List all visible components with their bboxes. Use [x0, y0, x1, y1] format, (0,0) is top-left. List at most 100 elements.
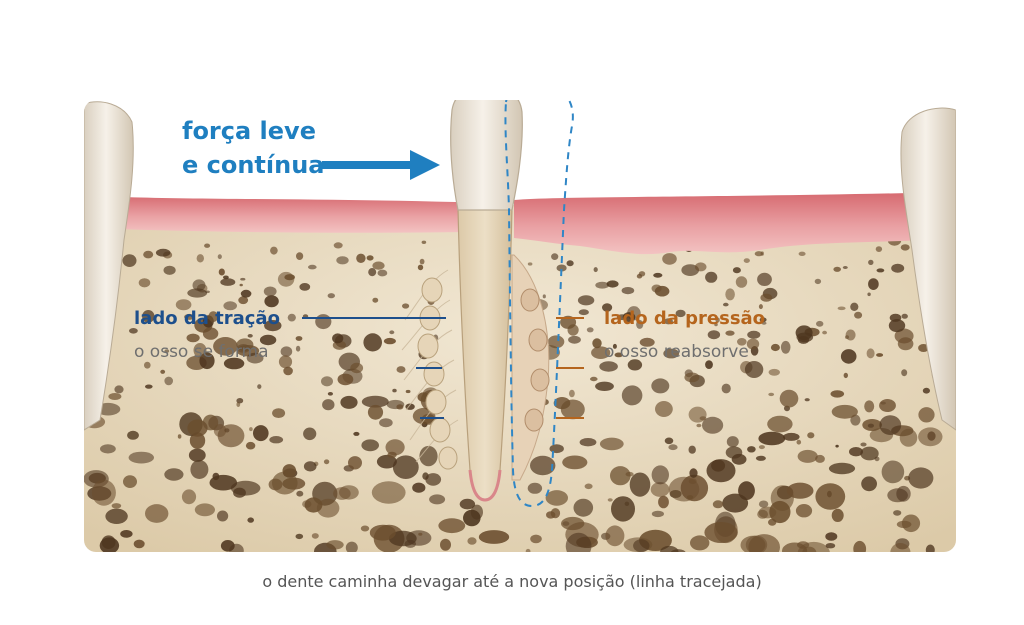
bone-pore — [208, 311, 219, 322]
bone-pore — [795, 325, 813, 341]
bone-pore — [660, 545, 679, 552]
bone-pore — [105, 508, 128, 524]
bone-pore — [122, 254, 137, 267]
bone-pore — [735, 276, 748, 288]
bone-pore — [850, 414, 861, 426]
bone-pore — [361, 395, 389, 408]
bone-pore — [688, 445, 696, 454]
bone-pore — [866, 348, 875, 359]
bone-pore — [379, 418, 393, 428]
bone-pore — [417, 264, 424, 271]
bone-pore — [690, 535, 710, 551]
bone-pore — [527, 262, 533, 266]
bone-pore — [560, 399, 585, 420]
bone-pore — [99, 537, 120, 552]
bone-pore — [223, 357, 245, 370]
bone-pore — [707, 330, 721, 340]
bone-pore — [316, 498, 340, 518]
bone-pore — [747, 446, 756, 453]
bone-pore — [888, 319, 906, 333]
bone-pore — [655, 401, 673, 417]
bone-pore — [368, 268, 377, 277]
bone-pore — [177, 434, 182, 439]
bone-pore — [308, 264, 317, 270]
bone-pore — [299, 283, 311, 291]
bone-pore — [188, 448, 206, 462]
bone-pore — [160, 369, 166, 374]
bone-pore — [233, 487, 246, 498]
tension-side-subtitle: o osso se forma — [134, 342, 269, 362]
bone-pore — [220, 540, 235, 552]
bone-pore — [725, 288, 735, 301]
bone-pore — [467, 537, 477, 545]
bone-pore — [795, 504, 813, 518]
bone-pore — [874, 456, 880, 462]
bone-pore — [569, 389, 575, 398]
bone-pore — [704, 522, 738, 543]
bone-pore — [688, 406, 707, 423]
bone-pore — [223, 301, 237, 311]
gum-tissue-right — [514, 192, 956, 255]
bone-pore — [280, 346, 293, 357]
bone-pore — [668, 476, 700, 502]
bone-pore — [418, 532, 423, 536]
bone-pore — [269, 436, 284, 444]
bone-pore — [143, 250, 154, 259]
bone-pore — [385, 439, 405, 456]
bone-pore — [138, 278, 151, 288]
bone-pore — [217, 424, 245, 448]
bone-pore — [287, 313, 296, 322]
bone-pore — [573, 498, 594, 517]
bone-pore — [782, 542, 808, 552]
bone-pore — [796, 439, 802, 445]
bone-pore — [705, 271, 718, 283]
bone-pore — [768, 392, 775, 397]
bone-pore — [590, 376, 598, 382]
bone-pore — [348, 456, 362, 470]
bone-pore — [610, 466, 631, 486]
bone-pore — [743, 258, 750, 263]
bone-pore — [835, 444, 839, 448]
bone-pore — [350, 362, 364, 374]
bone-pore — [220, 278, 236, 286]
bone-pore — [181, 489, 197, 505]
bone-pore — [272, 408, 286, 418]
bone-pore — [706, 459, 736, 483]
bone-pore — [593, 267, 598, 273]
bone-pore — [653, 272, 663, 278]
bone-pore — [861, 476, 877, 492]
bone-pore — [815, 454, 825, 463]
bone-pore — [638, 271, 646, 277]
bone-pore — [650, 482, 670, 497]
bone-pore — [295, 533, 304, 540]
bone-pore — [867, 292, 871, 297]
osteoblast-cells — [417, 277, 458, 470]
bone-pore — [337, 373, 354, 386]
bone-pore — [257, 384, 262, 389]
right-neighbor-tooth — [900, 107, 956, 431]
bone-pore — [758, 304, 763, 310]
bone-pore — [419, 258, 425, 265]
bone-pore — [815, 483, 846, 510]
caption: o dente caminha devagar até a nova posiç… — [262, 572, 762, 591]
bone-pore — [114, 385, 124, 394]
force-label-line2: e contínua — [182, 151, 325, 179]
bone-pore — [825, 543, 836, 549]
bone-pore — [530, 534, 542, 544]
bone-pore — [556, 264, 567, 272]
bone-pore — [616, 314, 628, 321]
bone-pore — [296, 490, 304, 497]
bone-pore — [744, 361, 764, 378]
bone-pore — [360, 525, 370, 532]
bone-pore — [702, 416, 724, 434]
bone-pore — [240, 277, 246, 281]
bone-pore — [356, 253, 366, 263]
bone-pore — [246, 352, 264, 364]
bone-pore — [303, 461, 317, 472]
bone-pore — [712, 500, 724, 509]
bone-pore — [259, 334, 277, 346]
bone-pore — [755, 455, 766, 461]
bone-pore — [668, 444, 678, 451]
bone-pore — [217, 254, 222, 260]
pressure-ligament — [511, 254, 550, 481]
